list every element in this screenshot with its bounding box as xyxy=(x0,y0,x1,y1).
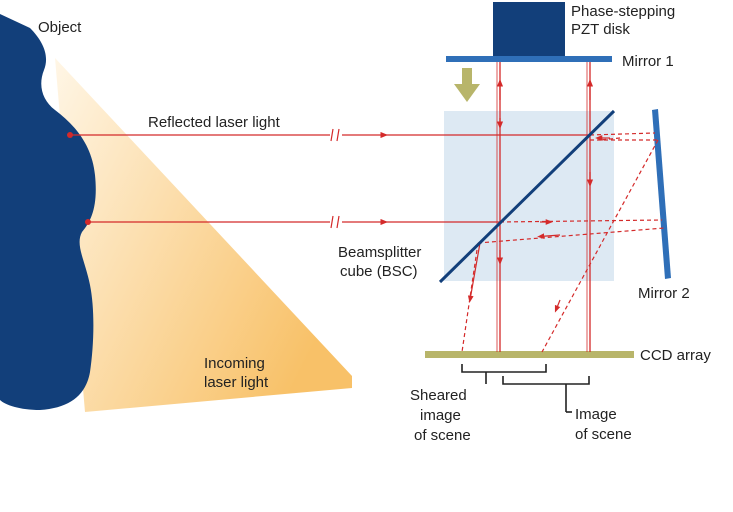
label-mirror-1: Mirror 1 xyxy=(622,53,674,70)
beam-dot-2 xyxy=(85,219,91,225)
label-pzt-line2: PZT disk xyxy=(571,21,630,38)
label-sheared-line1: Sheared xyxy=(410,387,467,404)
incoming-light-cone xyxy=(55,58,352,412)
label-incoming-line1: Incoming xyxy=(204,355,265,372)
label-image-line2: of scene xyxy=(575,426,632,443)
laser-beams xyxy=(70,62,594,352)
label-beamsplitter-line1: Beamsplitter xyxy=(338,244,421,261)
pzt-arrow xyxy=(454,68,480,102)
mirror-2 xyxy=(652,109,671,279)
label-object: Object xyxy=(38,19,82,36)
sheared-beams xyxy=(461,132,665,353)
label-pzt-line1: Phase-stepping xyxy=(571,3,675,20)
beamsplitter-diagonal xyxy=(438,109,616,284)
label-beamsplitter-line2: cube (BSC) xyxy=(340,263,418,280)
label-sheared-line2: image xyxy=(420,407,461,424)
label-sheared-line3: of scene xyxy=(414,427,471,444)
label-image-line1: Image xyxy=(575,406,617,423)
label-ccd-array: CCD array xyxy=(640,347,711,364)
ccd-array xyxy=(425,351,634,358)
label-mirror-2: Mirror 2 xyxy=(638,285,690,302)
object-shape xyxy=(0,14,96,410)
image-brackets xyxy=(461,364,590,413)
pzt-disk xyxy=(493,2,565,58)
label-reflected-light: Reflected laser light xyxy=(148,114,281,131)
label-incoming-line2: laser light xyxy=(204,374,269,391)
beam-dot-1 xyxy=(67,132,73,138)
mirror-1 xyxy=(446,56,612,62)
